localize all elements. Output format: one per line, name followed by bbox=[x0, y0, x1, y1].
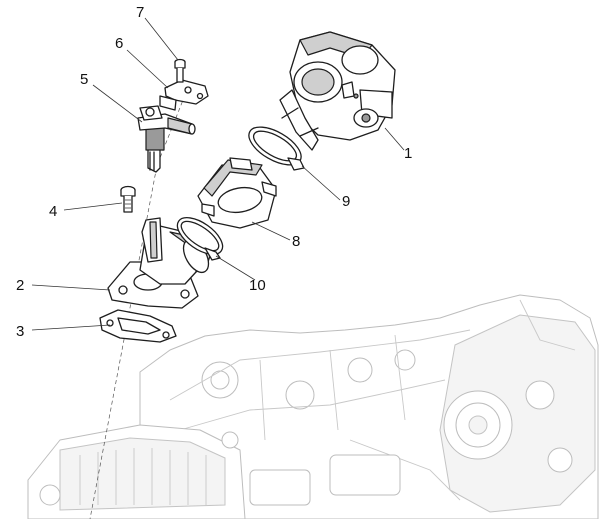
callout-labels: 1 2 3 4 5 6 7 8 9 10 bbox=[16, 4, 412, 340]
engine-crankcase bbox=[27, 294, 599, 519]
assembly-axis-line bbox=[89, 159, 159, 519]
leader-line-7 bbox=[144, 17, 179, 61]
intake-sleeve-part bbox=[197, 157, 277, 229]
callout-6: 6 bbox=[115, 35, 123, 52]
gasket-part bbox=[99, 309, 177, 343]
callout-8: 8 bbox=[292, 233, 300, 250]
upper-hose-clamp-part bbox=[248, 126, 305, 171]
callout-5: 5 bbox=[80, 71, 88, 88]
callout-7: 7 bbox=[136, 4, 144, 21]
leader-line-10 bbox=[215, 255, 256, 281]
callout-9: 9 bbox=[342, 193, 350, 210]
lower-hose-clamp-part bbox=[176, 217, 224, 261]
screw-part bbox=[174, 58, 186, 83]
intake-manifold-part bbox=[107, 217, 213, 309]
leader-line-3 bbox=[31, 324, 111, 331]
bolt-part bbox=[120, 185, 136, 213]
bracket-part bbox=[159, 79, 209, 111]
leader-line-6 bbox=[126, 49, 169, 89]
injector-part bbox=[137, 105, 196, 173]
callout-10: 10 bbox=[249, 277, 266, 294]
leader-line-1 bbox=[384, 127, 405, 151]
callout-4: 4 bbox=[49, 203, 57, 220]
leader-line-2 bbox=[31, 284, 111, 291]
leader-line-5 bbox=[92, 84, 143, 123]
leader-line-9 bbox=[301, 165, 341, 201]
callout-2: 2 bbox=[16, 277, 24, 294]
throttle-body-part bbox=[279, 31, 396, 151]
callout-3: 3 bbox=[16, 323, 24, 340]
leader-line-4 bbox=[63, 202, 123, 211]
leader-line-8 bbox=[251, 221, 291, 241]
leader-lines bbox=[31, 17, 405, 331]
callout-1: 1 bbox=[404, 145, 412, 162]
